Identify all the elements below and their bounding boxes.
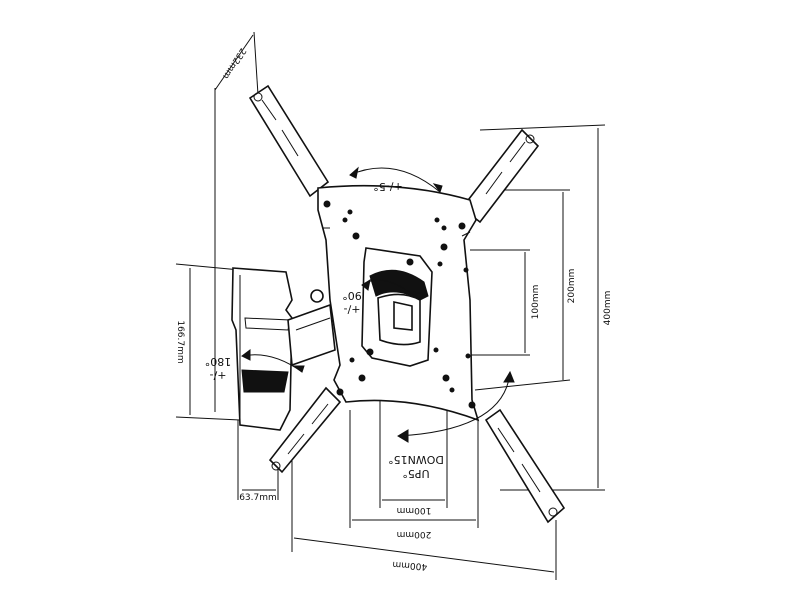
bracket-arm-bottom-right (484, 408, 566, 524)
label-232mm: 232mm (220, 46, 247, 81)
label-swivel-90-sign: +/- (344, 303, 361, 316)
label-tilt-up: UP5° (402, 467, 429, 480)
swing-arm (287, 289, 336, 367)
label-h100mm: 100mm (397, 505, 432, 515)
vesa-plate (317, 184, 480, 422)
label-swivel-180-value: 180° (205, 355, 232, 368)
label-63-7mm: 63.7mm (239, 493, 277, 503)
angle-labels: +/-5° 90° +/- 180° +/- UP5° DOWN15° (205, 180, 444, 480)
label-v100mm: 100mm (531, 285, 541, 320)
label-swivel-180-sign: +/- (210, 369, 227, 382)
bracket-arm-top-right (460, 128, 540, 224)
label-v400mm: 400mm (603, 291, 613, 326)
wall-plate (231, 267, 293, 431)
label-tilt-down: DOWN15° (388, 453, 444, 466)
bracket-arm-top-left (248, 84, 330, 198)
bracket-arm-bottom-left (268, 386, 342, 474)
label-h200mm: 200mm (397, 529, 432, 539)
label-v200mm: 200mm (567, 269, 577, 304)
dimension-lines (175, 31, 606, 580)
rotation-arrows (241, 166, 515, 443)
label-rotate-5: +/-5° (373, 180, 402, 193)
label-h400mm: 400mm (392, 559, 427, 571)
label-swivel-90-value: 90° (342, 289, 362, 302)
label-166-7mm: 166.7mm (175, 320, 185, 363)
